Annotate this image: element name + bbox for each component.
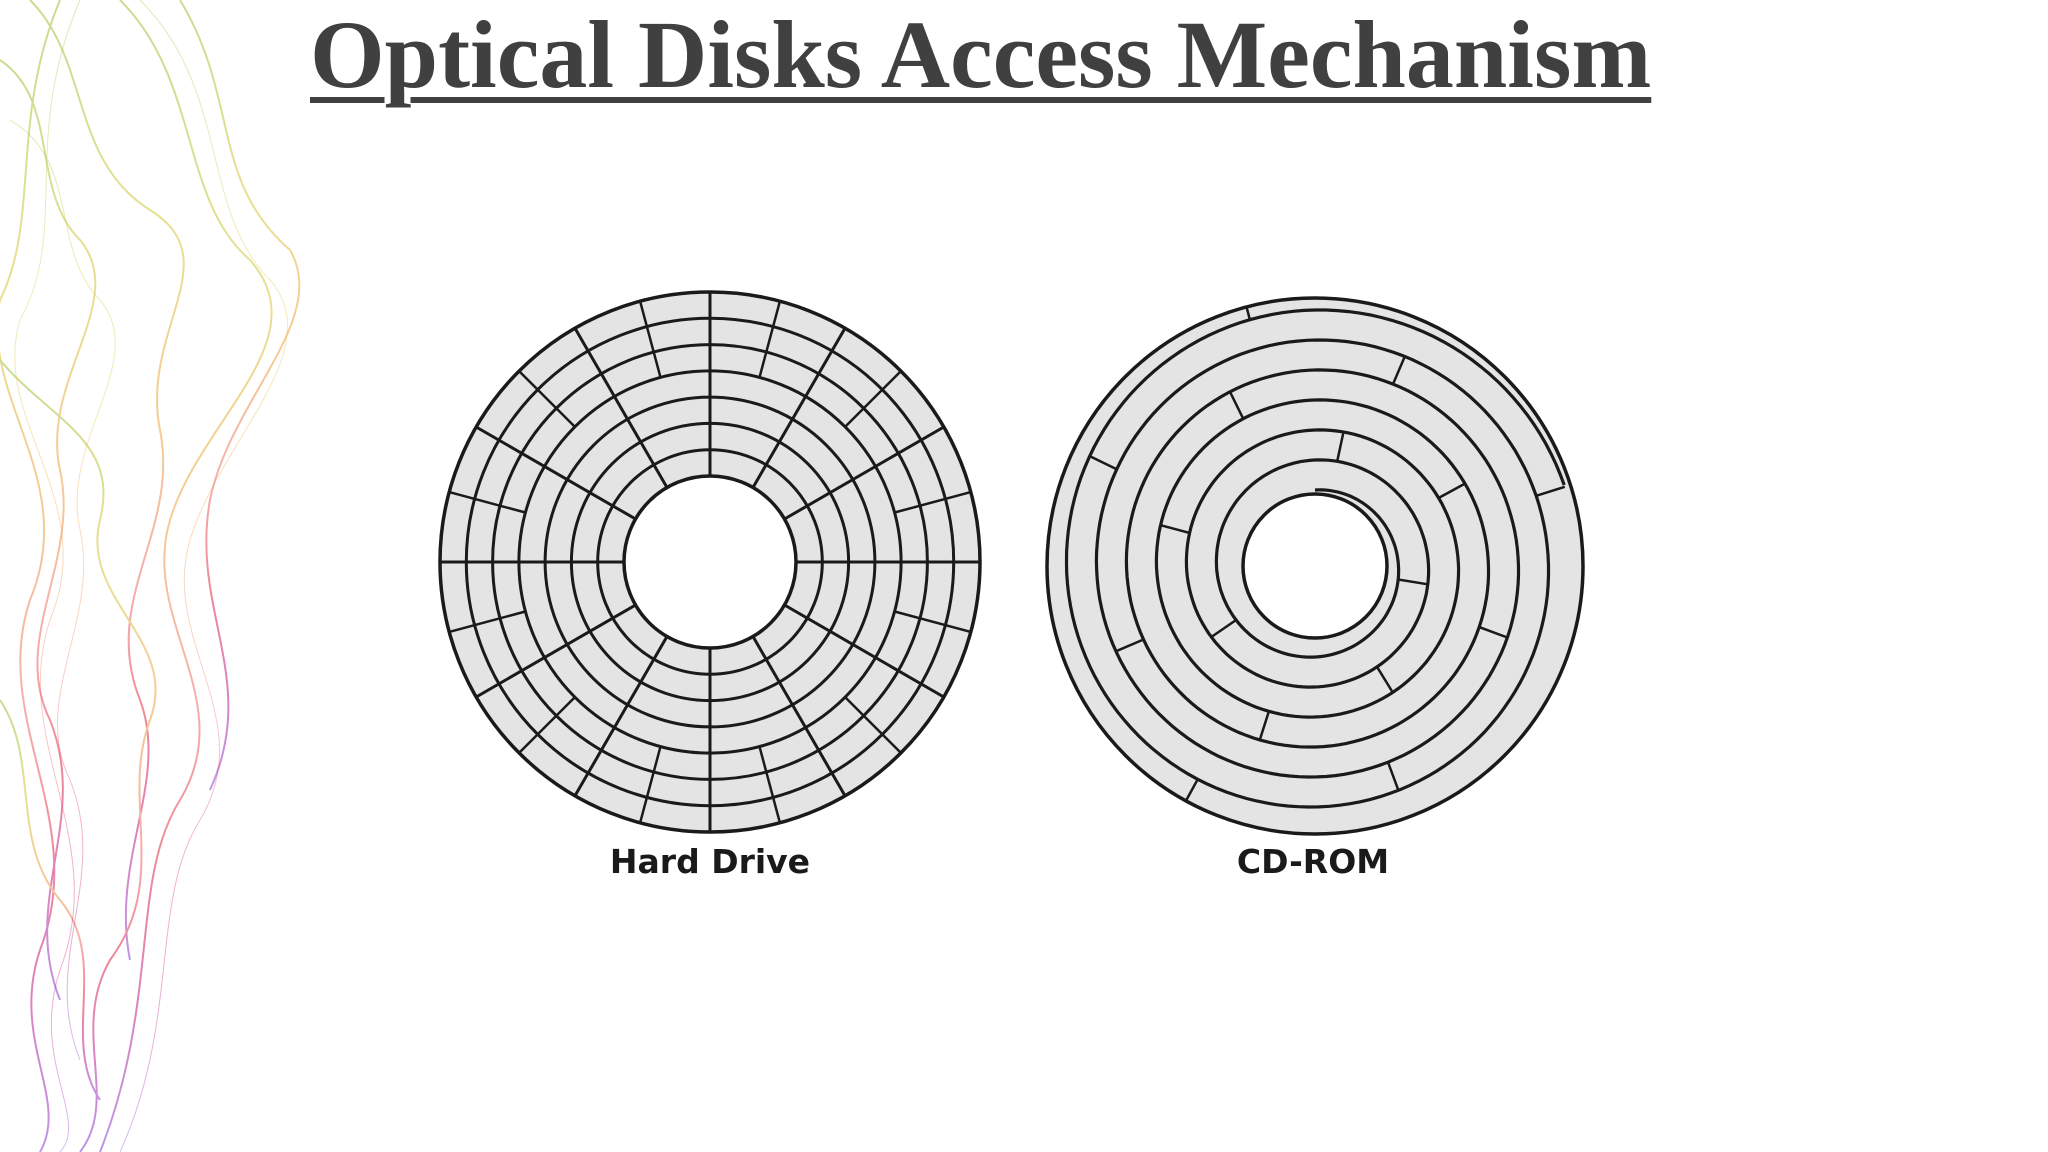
cd-rom-sector-line bbox=[1245, 306, 1252, 321]
hard-drive-disk bbox=[438, 290, 982, 834]
cd-rom-sector-line bbox=[1397, 578, 1429, 586]
cd-rom-sector-line bbox=[1228, 391, 1245, 420]
cd-rom-sector-line bbox=[1160, 523, 1190, 535]
cd-rom-sector-line bbox=[1184, 778, 1199, 802]
cd-rom-sector-line bbox=[1115, 638, 1144, 653]
hard-drive-sub-sector-line bbox=[844, 696, 902, 754]
hard-drive-sub-sector-line bbox=[894, 490, 972, 514]
hard-drive-sub-sector-line bbox=[448, 610, 526, 634]
cd-rom-sector-line bbox=[1386, 761, 1400, 791]
disk-comparison-diagram: Hard Drive CD-ROM bbox=[438, 290, 1585, 881]
cd-rom-sector-line bbox=[1478, 625, 1508, 639]
cd-rom-sector-line bbox=[1437, 482, 1466, 500]
hard-drive-sector-line bbox=[783, 603, 945, 699]
cd-rom-sector-line bbox=[1375, 666, 1394, 694]
hard-drive-sub-sector-line bbox=[638, 300, 662, 378]
hard-drive-sector-line bbox=[573, 327, 669, 489]
cd-rom-sector-line bbox=[1335, 431, 1345, 462]
hard-drive-sub-sector-line bbox=[518, 696, 576, 754]
hard-drive-sector-line bbox=[475, 425, 637, 521]
hard-drive-sub-sector-line bbox=[518, 370, 576, 428]
hard-drive-sector-line bbox=[751, 327, 847, 489]
cd-rom-sector-line bbox=[1210, 618, 1237, 639]
cd-rom-label: CD-ROM bbox=[1237, 842, 1389, 881]
hard-drive-sub-sector-line bbox=[894, 610, 972, 634]
hard-drive-sub-sector-line bbox=[844, 370, 902, 428]
hard-drive-sub-sector-line bbox=[758, 300, 782, 378]
cd-rom-disk bbox=[1045, 296, 1585, 836]
hard-drive-label: Hard Drive bbox=[610, 842, 810, 881]
hard-drive-sector-line bbox=[751, 635, 847, 797]
hard-drive-sub-sector-line bbox=[758, 746, 782, 824]
cd-rom-center-hole bbox=[1241, 492, 1389, 640]
hard-drive-sub-sector-line bbox=[448, 490, 526, 514]
hard-drive-sector-line bbox=[573, 635, 669, 797]
hard-drive-sub-sector-line bbox=[638, 746, 662, 824]
cd-rom-sector-line bbox=[1089, 454, 1118, 471]
cd-rom-sector-line bbox=[1258, 710, 1271, 741]
hard-drive-spindle-hole bbox=[622, 474, 798, 650]
slide-title: Optical Disks Access Mechanism bbox=[310, 1, 1652, 108]
color-wave-decoration bbox=[0, 0, 301, 1152]
cd-rom-sector-line bbox=[1535, 485, 1566, 497]
hard-drive-sector-line bbox=[475, 603, 637, 699]
cd-rom-sector-line bbox=[1391, 356, 1406, 385]
hard-drive-sector-line bbox=[783, 425, 945, 521]
